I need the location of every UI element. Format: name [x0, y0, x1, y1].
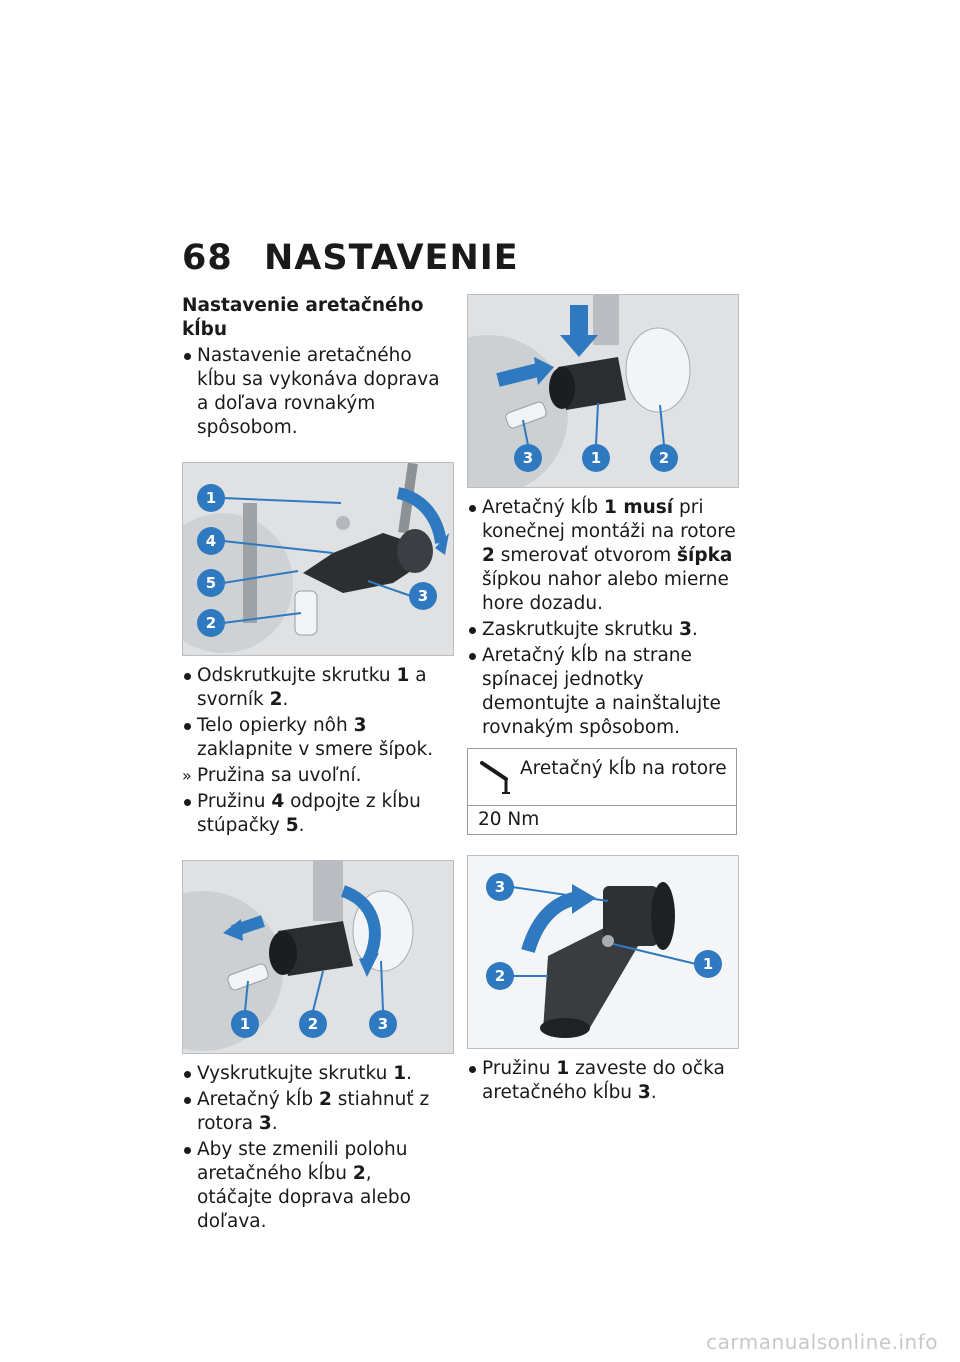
page-title: NASTAVENIE	[264, 238, 519, 278]
svg-text:3: 3	[418, 587, 428, 605]
torque-spec-table: Aretačný kĺb na rotore 20 Nm	[467, 748, 737, 835]
result-mark: »	[182, 766, 192, 785]
figure-2-illustration: 1 2 3	[183, 861, 453, 1053]
svg-text:2: 2	[206, 614, 216, 632]
watermark-link[interactable]: carmanualsonline.info	[706, 1330, 938, 1354]
svg-text:3: 3	[523, 449, 533, 467]
step-8: Zaskrutkujte skrutku 3.	[467, 618, 737, 642]
figure-1-illustration: 1 4 5 2 3	[183, 463, 453, 655]
step-5: Aretačný kĺb 2 stiahnuť z rotora 3.	[182, 1088, 452, 1136]
step-10: Pružinu 1 zaveste do očka aretačného kĺb…	[467, 1057, 737, 1105]
svg-text:5: 5	[206, 574, 216, 592]
right-column: 3 1 2 Aretačný kĺb 1 musí pri konečnej m…	[467, 294, 739, 1107]
callout-4: 4	[197, 527, 334, 555]
svg-text:1: 1	[591, 449, 601, 467]
callout-1: 1	[612, 943, 722, 978]
torque-wrench-icon	[480, 761, 510, 794]
callout-2: 2	[650, 404, 678, 472]
svg-text:2: 2	[659, 449, 669, 467]
figure-3-illustration: 3 1 2	[468, 295, 738, 487]
page-header: 68 NASTAVENIE	[182, 238, 519, 278]
step-3: Pružinu 4 odpojte z kĺbu stúpačky 5.	[182, 790, 452, 838]
callout-3: 3	[369, 960, 397, 1038]
callout-2: 2	[486, 962, 548, 990]
callout-2: 2	[197, 609, 302, 637]
step-4: Vyskrutkujte skrutku 1.	[182, 1062, 452, 1086]
step-intro: Nastavenie aretačného kĺbu sa vykonáva d…	[182, 344, 452, 440]
step-6: Aby ste zmenili polohu aretačného kĺbu 2…	[182, 1138, 452, 1234]
step-7: Aretačný kĺb 1 musí pri konečnej montáži…	[467, 496, 737, 616]
svg-text:1: 1	[206, 489, 216, 507]
step-result: »Pružina sa uvoľní.	[182, 765, 362, 786]
callout-3: 3	[367, 580, 437, 610]
figure-1-callouts: 1 4 5 2 3	[197, 484, 437, 637]
figure-2: 1 2 3	[182, 860, 454, 1054]
figure-4-illustration: 3 2 1	[468, 856, 738, 1048]
svg-text:1: 1	[240, 1015, 250, 1033]
svg-text:3: 3	[378, 1015, 388, 1033]
figure-4-callouts: 3 2 1	[486, 873, 722, 990]
svg-text:2: 2	[495, 967, 505, 985]
page-number: 68	[182, 238, 233, 278]
callout-5: 5	[197, 569, 299, 597]
step-1: Odskrutkujte skrutku 1 a svorník 2.	[182, 664, 452, 712]
torque-spec-value: 20 Nm	[478, 809, 540, 830]
svg-text:1: 1	[703, 955, 713, 973]
callout-3: 3	[514, 419, 542, 472]
left-column: Nastavenie aretačného kĺbu Nastavenie ar…	[182, 294, 454, 1236]
figure-4: 3 2 1	[467, 855, 739, 1049]
figure-1: 1 4 5 2 3	[182, 462, 454, 656]
callout-3: 3	[486, 873, 609, 902]
section-title: Nastavenie aretačného kĺbu	[182, 295, 424, 340]
step-9: Aretačný kĺb na strane spínacej jednotky…	[467, 644, 737, 740]
torque-spec-label: Aretačný kĺb na rotore	[520, 758, 727, 779]
callout-1: 1	[231, 980, 259, 1038]
callout-1: 1	[197, 484, 342, 512]
callout-2: 2	[299, 970, 327, 1038]
step-2: Telo opierky nôh 3 zaklapnite v smere ší…	[182, 714, 452, 762]
svg-text:2: 2	[308, 1015, 318, 1033]
figure-2-callouts: 1 2 3	[231, 960, 397, 1038]
callout-1: 1	[582, 402, 610, 472]
figure-3-callouts: 3 1 2	[514, 402, 678, 472]
svg-text:3: 3	[495, 878, 505, 896]
torque-spec-header: Aretačný kĺb na rotore	[468, 749, 736, 806]
svg-text:4: 4	[206, 532, 216, 550]
figure-3: 3 1 2	[467, 294, 739, 488]
